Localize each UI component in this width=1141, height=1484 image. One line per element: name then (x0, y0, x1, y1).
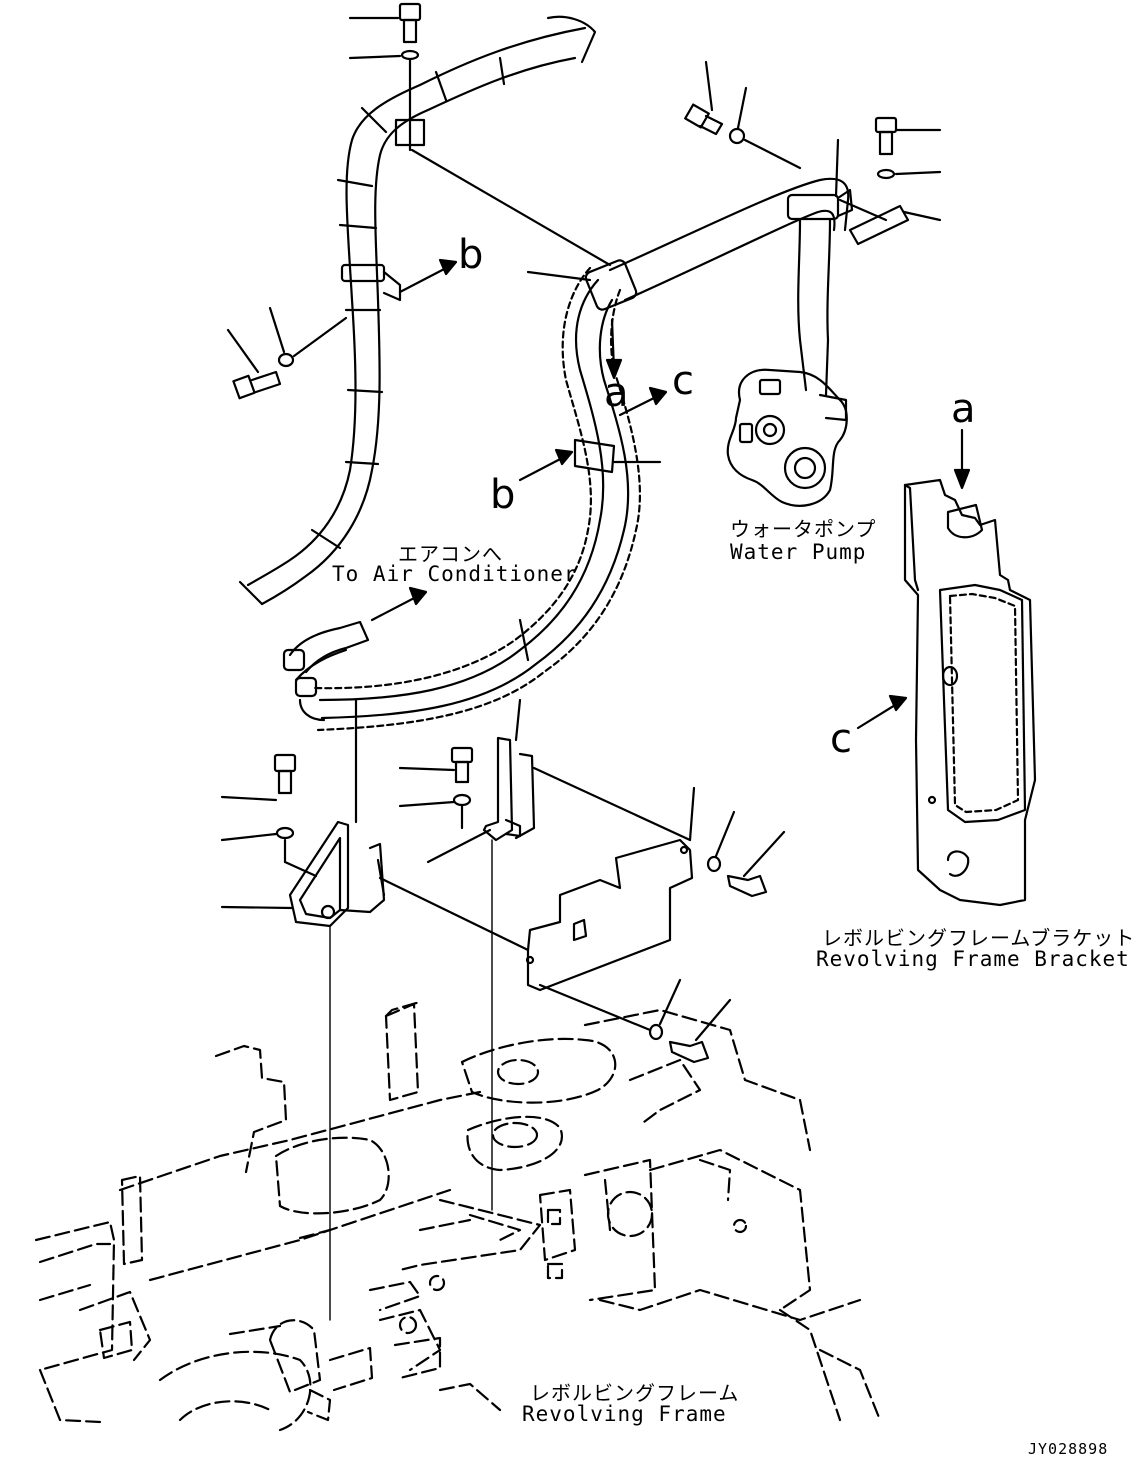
frame-bracket-label-jp: レボルビングフレームブラケット (822, 926, 1136, 950)
reference-letter-a-mid: a (604, 370, 629, 416)
revolving-frame-label-en: Revolving Frame (522, 1402, 727, 1426)
water-pump-label-jp: ウォータポンプ (730, 517, 877, 541)
hose-fittings (282, 620, 370, 722)
center-heater-hose (313, 177, 850, 732)
revolving-frame (34, 1000, 882, 1432)
water-pump-hose (786, 138, 854, 397)
guide-line-upper (410, 148, 612, 267)
reference-letter-c-right: c (830, 716, 852, 762)
frame-bracket-label-en: Revolving Frame Bracket (816, 947, 1130, 971)
revolving-frame-label-jp: レボルビングフレーム (530, 1381, 740, 1405)
upper-bolt-assembly (348, 2, 426, 152)
air-conditioner-label-en: To Air Conditioner (332, 562, 578, 586)
left-heater-hose (238, 15, 597, 606)
right-clamp-bolts (684, 60, 942, 246)
reference-letter-b-mid: b (490, 472, 516, 518)
revolving-frame-bracket (903, 478, 1037, 907)
water-pump (726, 368, 848, 507)
plate-bolts (538, 786, 786, 1064)
cover-plate (525, 838, 694, 992)
left-bracket (220, 698, 530, 952)
reference-letter-a-top: a (951, 386, 976, 432)
drawing-code: JY028898 (1028, 1440, 1109, 1458)
water-pump-label-en: Water Pump (730, 540, 867, 564)
center-bracket (398, 698, 692, 864)
guide-lines-lower (329, 839, 493, 1321)
left-clamp-bolt (226, 306, 348, 400)
reference-arrows (370, 258, 971, 730)
air-conditioner-label-jp: エアコンへ (398, 542, 503, 566)
reference-letter-b-top: b (458, 232, 484, 278)
reference-letter-c-mid: c (672, 358, 694, 404)
